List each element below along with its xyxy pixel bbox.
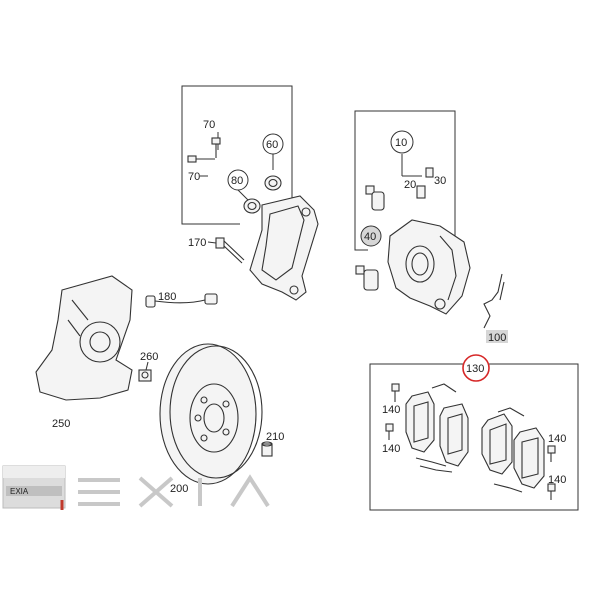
callout-200: 200 (170, 483, 188, 495)
exia-badge-text: EXIA (10, 487, 29, 496)
callout-80: 80 (231, 175, 243, 187)
pad-bolts-right (547, 445, 556, 500)
caliper-group-leaders (354, 110, 456, 290)
brake-pad-inner-right (481, 413, 513, 475)
bolt-170 (207, 237, 245, 264)
callout-60: 60 (266, 139, 278, 151)
callout-250: 250 (52, 418, 70, 430)
callout-30: 30 (434, 175, 446, 187)
brake-disc-200 (159, 343, 263, 485)
guide-bolt-70-upper (211, 137, 221, 158)
caliper-carrier-bracket (249, 195, 319, 301)
brake-caliper (387, 219, 471, 315)
callout-60-circle (262, 133, 284, 155)
exia-wordmark-graphic (78, 474, 270, 508)
screw-210 (261, 441, 273, 457)
pad-kit-frame (369, 363, 579, 511)
pad-bolts-left (385, 383, 400, 440)
callout-170: 170 (188, 237, 206, 249)
callout-40: 40 (364, 231, 376, 243)
bleed-screw-20-30 (416, 167, 434, 199)
callout-210: 210 (266, 431, 284, 443)
brake-pad-outer-left (439, 403, 469, 467)
callout-70-lower: 70 (188, 171, 200, 183)
callout-140-left-lower: 140 (382, 443, 400, 455)
callout-130-ring (462, 354, 490, 382)
bolt-group-leaders (181, 85, 293, 225)
callout-10: 10 (395, 137, 407, 149)
callout-40-box (360, 225, 382, 247)
callout-10-circle (390, 130, 414, 154)
exia-logo (2, 465, 66, 510)
brake-pad-outer-right (513, 427, 545, 489)
callout-20: 20 (404, 179, 416, 191)
bushing-60 (264, 175, 282, 191)
wear-sensor-180 (145, 293, 218, 308)
callout-100-box (486, 330, 508, 343)
callout-80-circle (227, 169, 249, 191)
bushing-80 (243, 198, 261, 214)
pad-clips (415, 383, 525, 493)
callout-70-upper: 70 (203, 119, 215, 131)
callout-260: 260 (140, 351, 158, 363)
guide-pin-upper (365, 185, 385, 211)
callout-130: 130 (466, 363, 484, 375)
guide-pin-lower (355, 265, 379, 291)
callout-140-left-upper: 140 (382, 404, 400, 416)
nut-260 (138, 361, 152, 382)
guide-bolt-70-lower (187, 155, 215, 163)
callout-140-right-upper: 140 (548, 433, 566, 445)
retaining-spring-100 (483, 273, 505, 329)
callout-100: 100 (488, 332, 506, 344)
dust-shield-250 (35, 275, 133, 401)
brake-pad-inner-left (405, 391, 435, 453)
callout-180: 180 (158, 291, 176, 303)
callout-140-right-lower: 140 (548, 474, 566, 486)
